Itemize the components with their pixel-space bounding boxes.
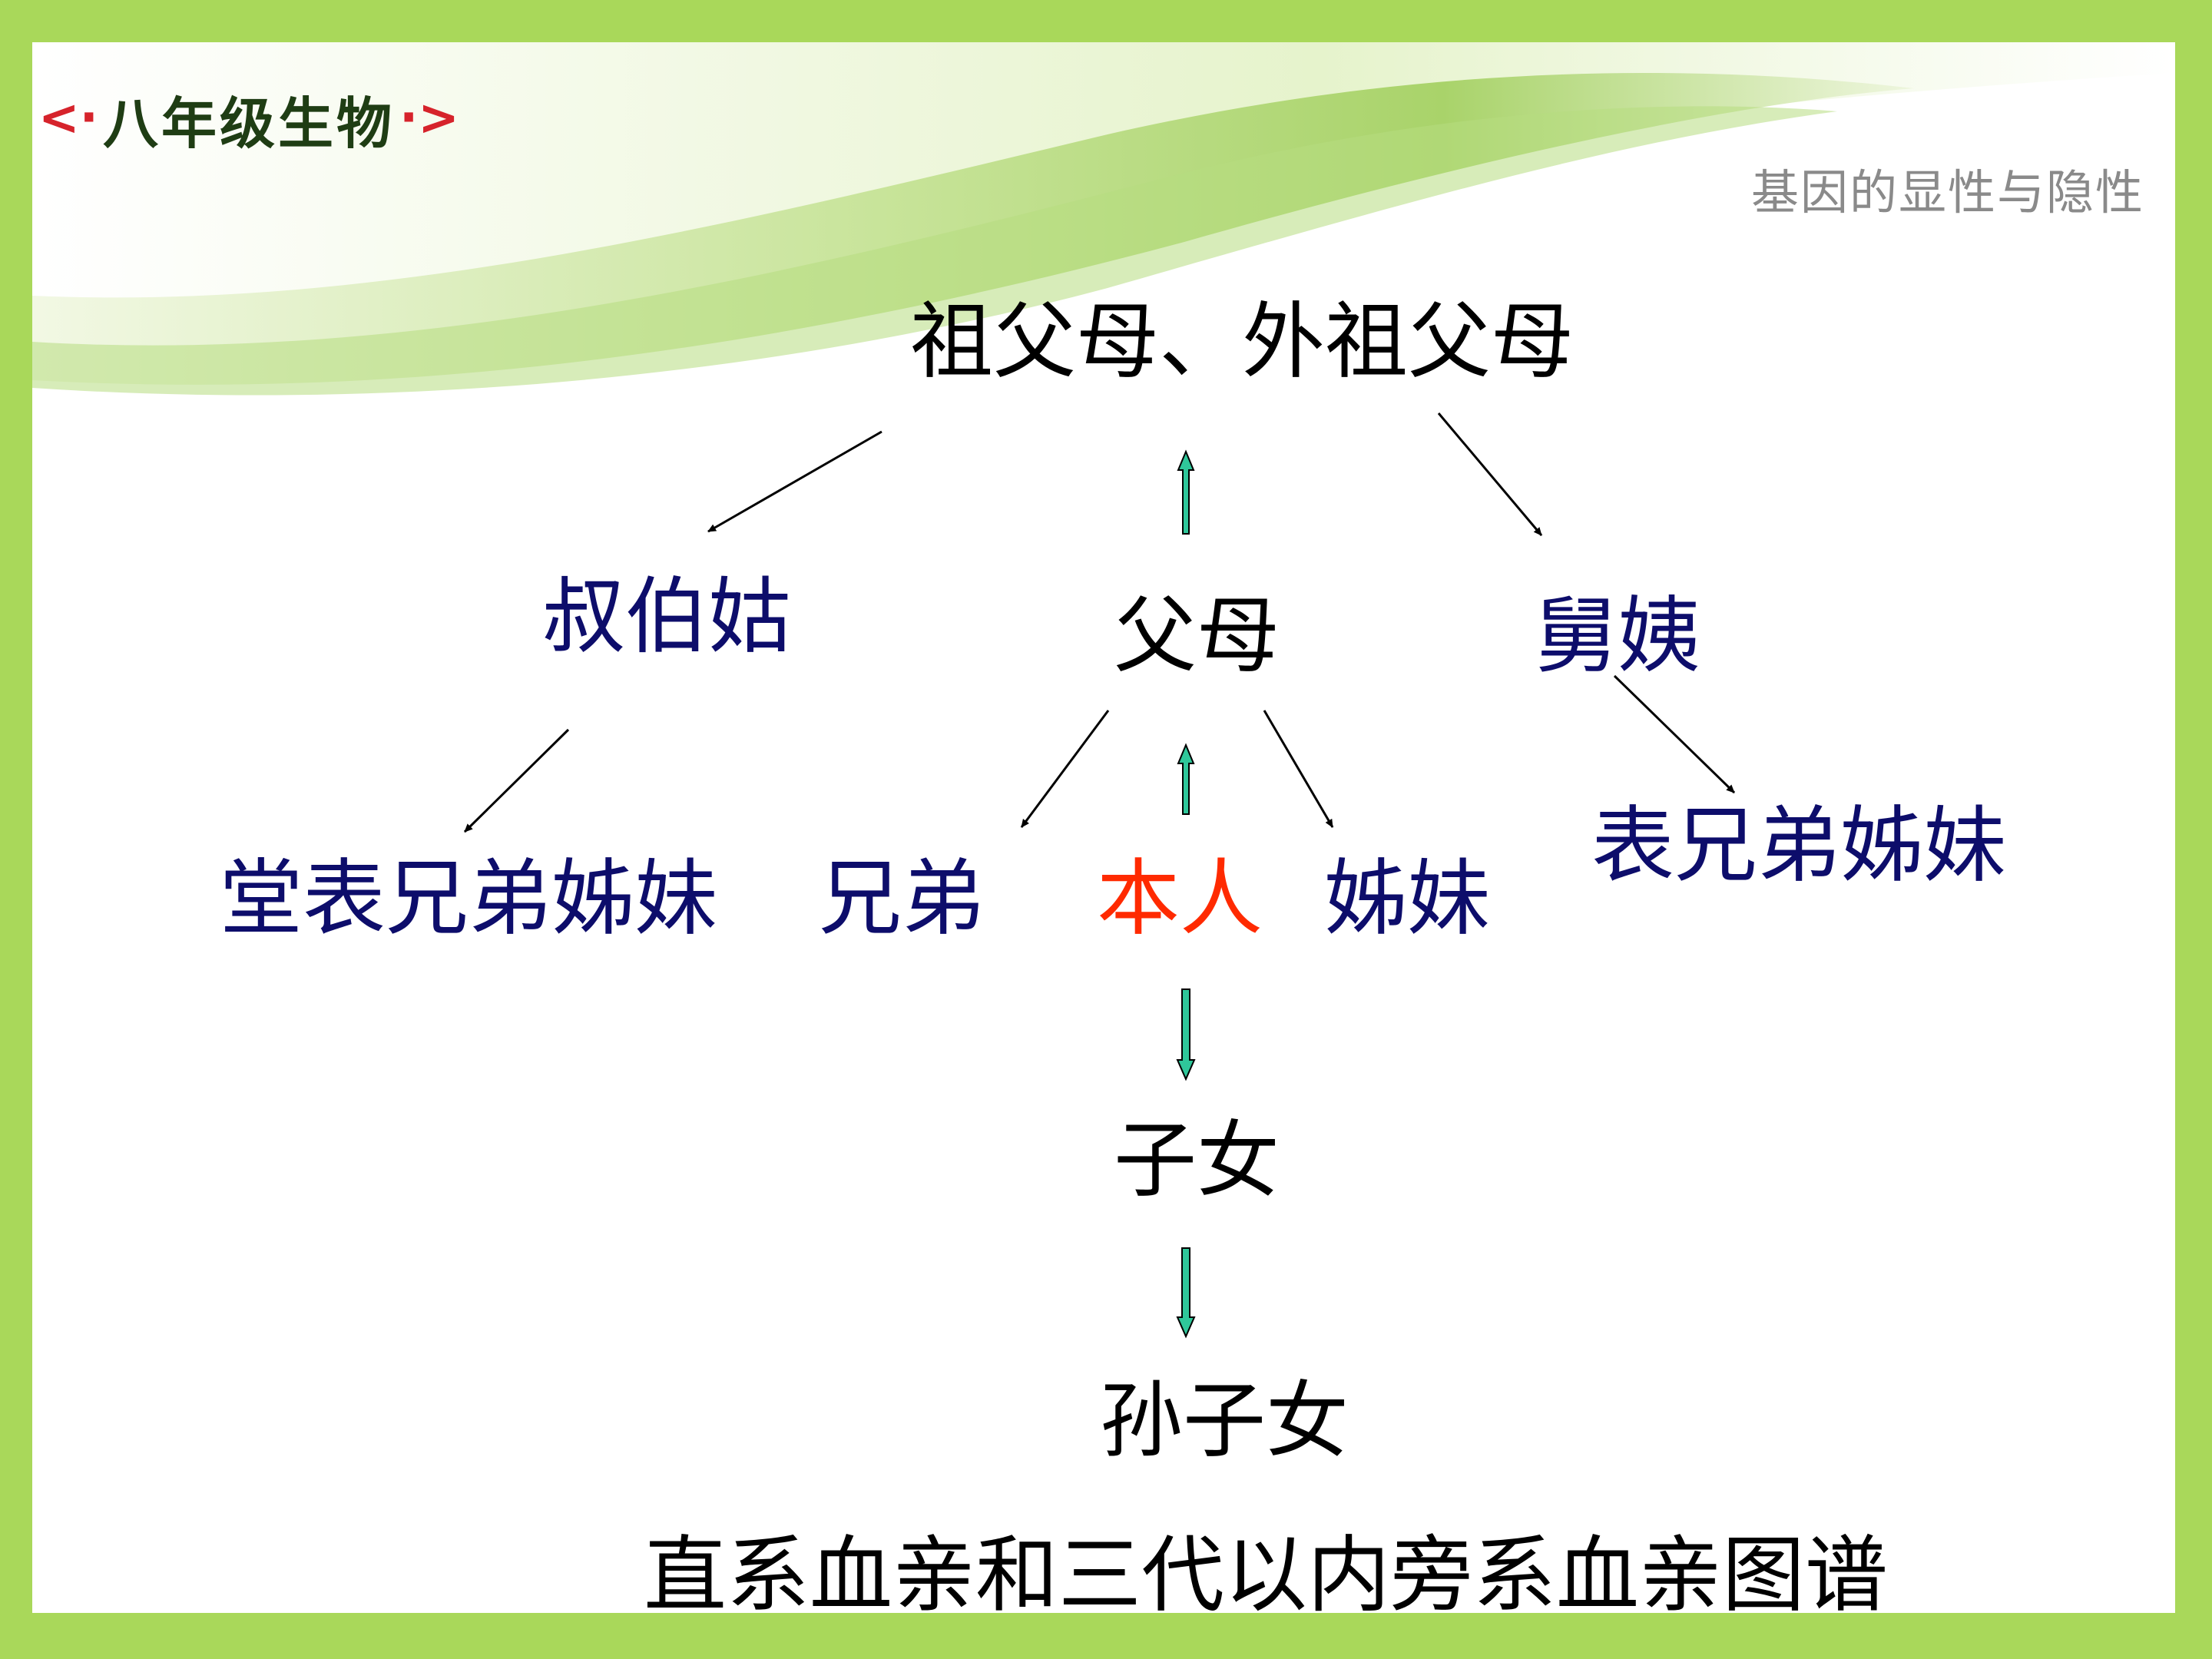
arrow-maternal-to-cousins [1613, 674, 1736, 794]
header-banner [32, 42, 2175, 396]
node-uncles-aunts-maternal: 舅姨 [1534, 588, 1701, 684]
up-arrow-parents-to-grandparents [1177, 449, 1195, 535]
node-uncles-aunts-paternal: 叔伯姑 [541, 569, 792, 665]
logo-text: 八年级生物 [102, 91, 395, 156]
down-arrow-self-to-children [1176, 988, 1196, 1081]
logo-right-ornament: ·> [399, 90, 459, 147]
node-grandparents: 祖父母、外祖父母 [909, 294, 1575, 390]
down-arrow-children-to-grandchildren [1176, 1247, 1196, 1339]
node-brothers: 兄弟 [818, 851, 985, 947]
node-parents: 父母 [1113, 588, 1280, 684]
arrow-grandparents-to-paternal [707, 430, 882, 533]
node-grandchildren: 孙子女 [1099, 1373, 1349, 1469]
up-arrow-self-to-parents [1177, 743, 1195, 815]
arrow-parents-to-sisters [1263, 710, 1334, 828]
logo-left-ornament: <· [38, 90, 98, 147]
arrow-paternal-to-cousins [463, 728, 570, 833]
arrow-parents-to-brothers [1020, 710, 1110, 828]
node-self: 本人 [1096, 851, 1263, 947]
node-cousins-maternal: 表兄弟姊妹 [1591, 798, 2007, 894]
arrow-grandparents-to-maternal [1437, 412, 1543, 536]
node-sisters: 姊妹 [1323, 851, 1491, 947]
node-children: 子女 [1113, 1113, 1280, 1209]
node-cousins-paternal: 堂表兄弟姊妹 [219, 851, 718, 947]
diagram-caption: 直系血亲和三代以内旁系血亲图谱 [644, 1528, 1889, 1624]
slide-canvas [32, 42, 2175, 1613]
logo: <· 八年级生物 ·> [38, 83, 459, 156]
slide-subtitle: 基因的显性与隐性 [1750, 164, 2144, 220]
